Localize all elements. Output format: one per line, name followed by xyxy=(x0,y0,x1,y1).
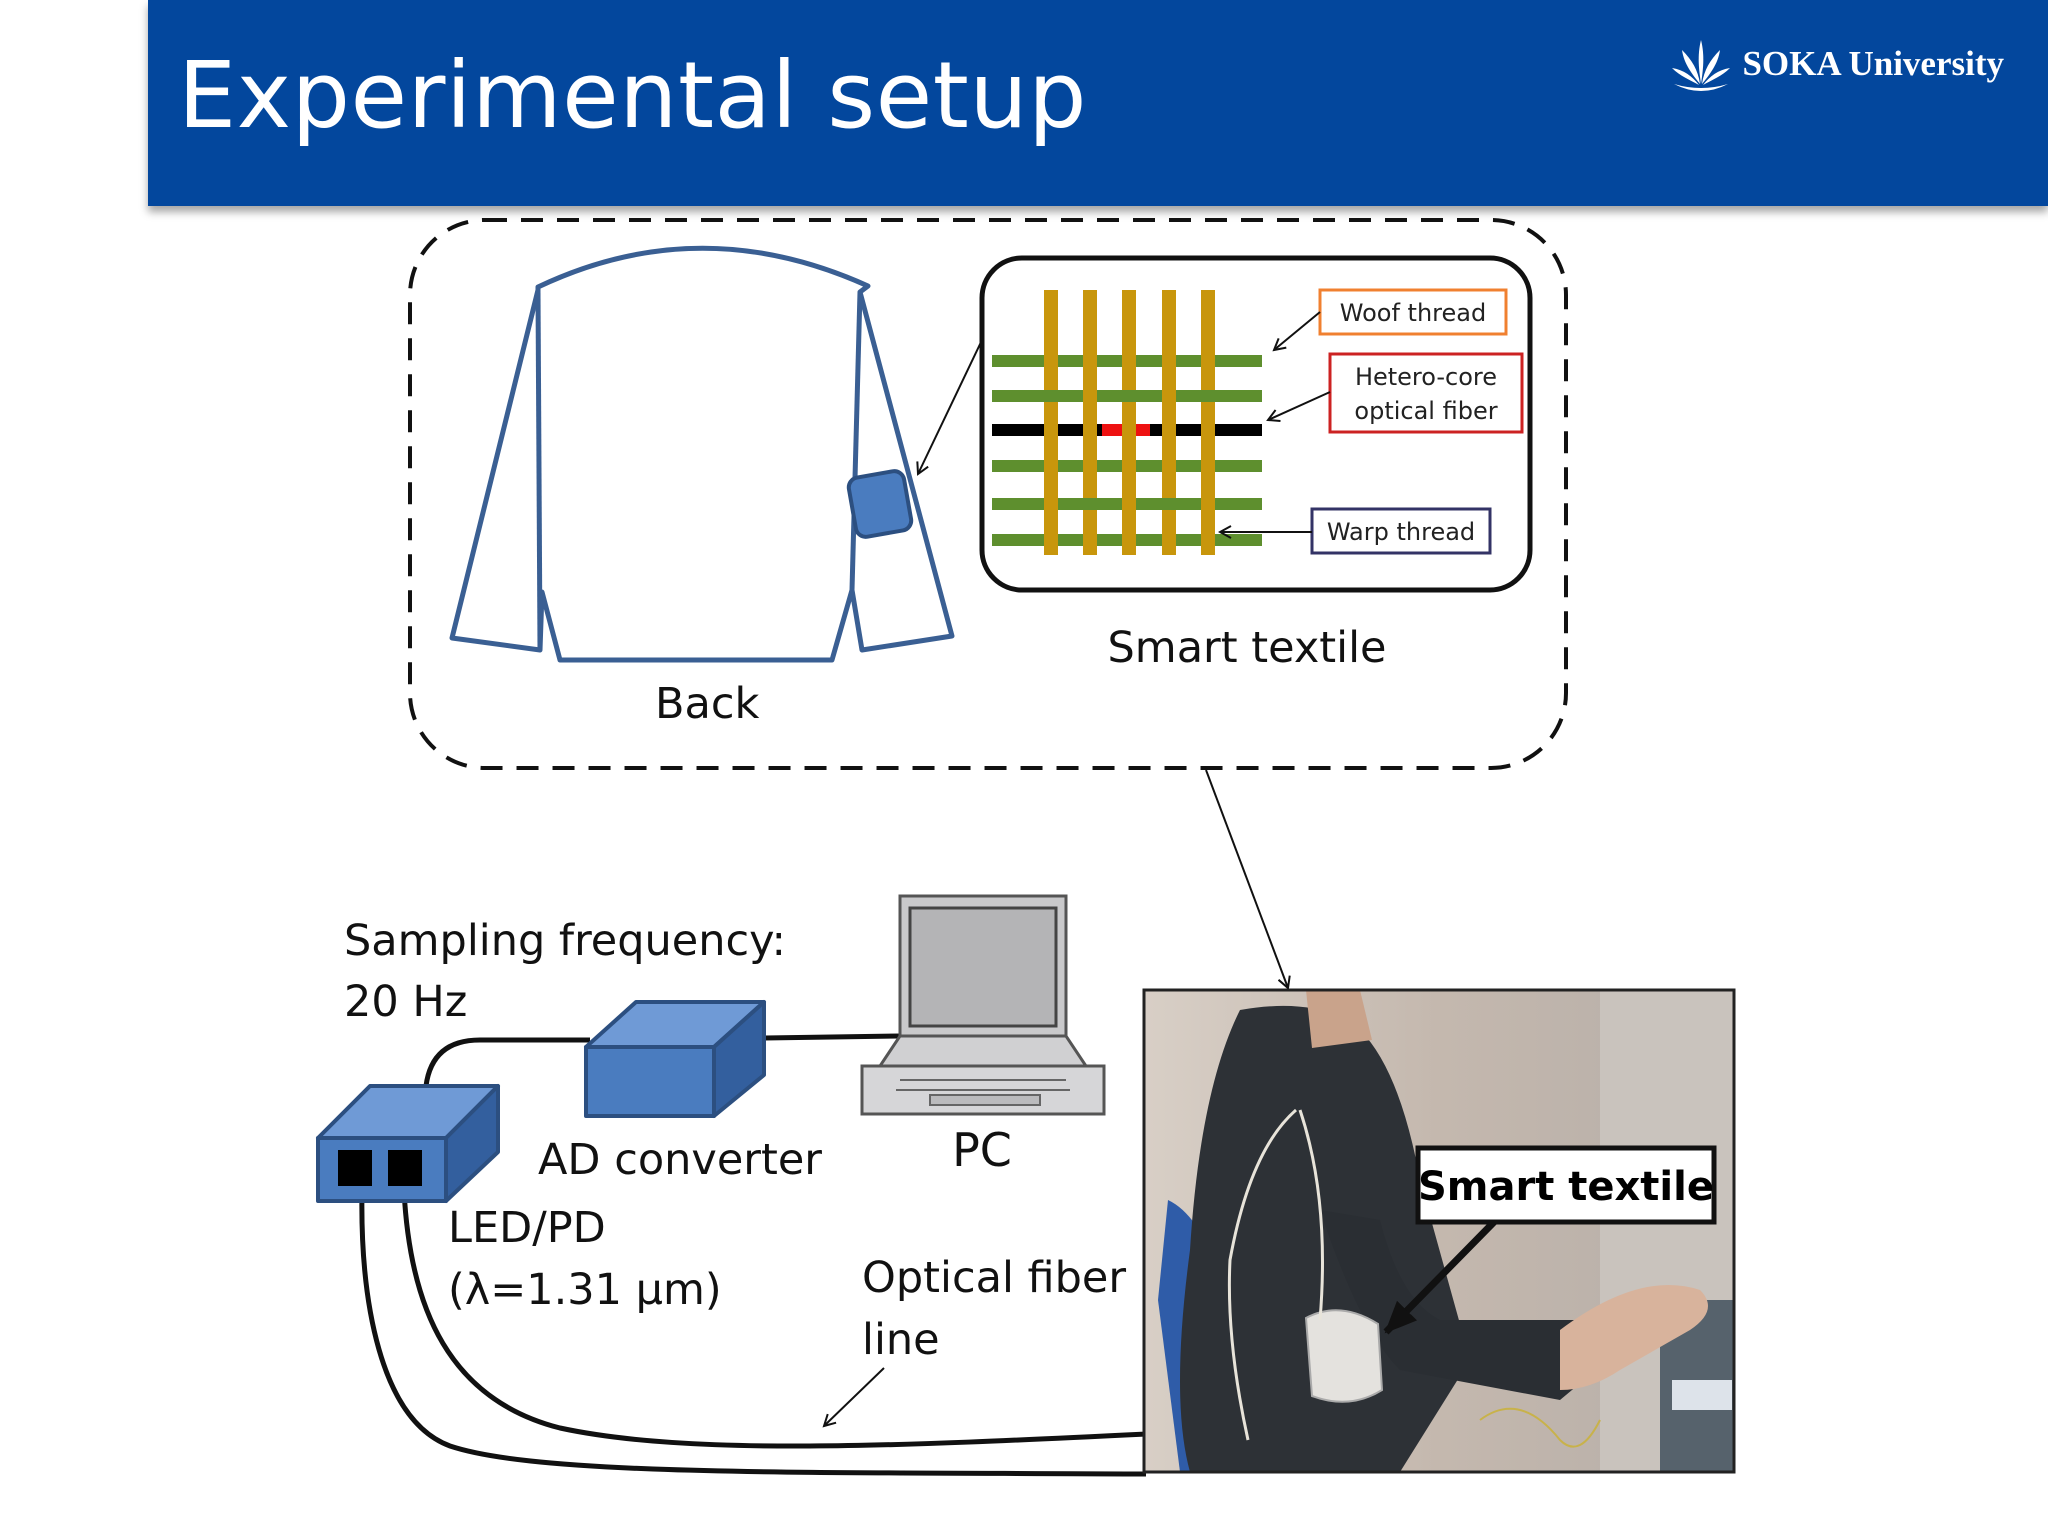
callout-warp-thread: Warp thread xyxy=(1220,507,1492,555)
callout-warp-text: Warp thread xyxy=(1327,518,1475,546)
photo-callout: Smart textile xyxy=(1383,1145,1717,1335)
optical-fiber-arrow xyxy=(824,1367,885,1426)
woven-textile-pattern xyxy=(992,290,1262,555)
shirt-back-drawing xyxy=(449,245,955,663)
callout-hetero-text-2: optical fiber xyxy=(1354,397,1497,425)
textile-label: Smart textile xyxy=(1108,623,1387,673)
pc-laptop xyxy=(860,894,1106,1116)
optical-fiber-label-2: line xyxy=(862,1315,940,1365)
subject-photo xyxy=(1142,988,1736,1474)
slide-title: Experimental setup xyxy=(178,42,1088,149)
callout-woof-text: Woof thread xyxy=(1340,299,1486,327)
photo-callout-text: Smart textile xyxy=(1418,1164,1714,1210)
university-logo: SOKA University xyxy=(1670,34,2004,94)
logo-emblem-icon xyxy=(1672,40,1731,91)
ad-converter-label: AD converter xyxy=(538,1135,822,1185)
sampling-frequency-label-2: 20 Hz xyxy=(344,977,467,1027)
pc-label: PC xyxy=(952,1123,1012,1177)
callout-woof-thread: Woof thread xyxy=(1274,288,1508,350)
textile-to-shirt-arrow xyxy=(918,339,983,474)
led-pd-label-1: LED/PD xyxy=(448,1203,606,1253)
detail-dashed-frame xyxy=(408,218,1568,770)
logo-text: SOKA University xyxy=(1742,44,2004,83)
callout-hetero-text-1: Hetero-core xyxy=(1355,363,1497,391)
callout-hetero-core: Hetero-core optical fiber xyxy=(1268,352,1524,434)
optical-fiber-cables xyxy=(359,1189,1147,1477)
optical-fiber-label-1: Optical fiber xyxy=(862,1253,1126,1303)
title-banner: Experimental setup SOKA University xyxy=(148,0,2048,206)
led-pd-label-2: (λ=1.31 μm) xyxy=(448,1265,722,1315)
ad-converter-device xyxy=(584,1000,766,1118)
shirt-label: Back xyxy=(655,679,759,729)
sampling-frequency-label-1: Sampling frequency: xyxy=(344,916,786,966)
signal-cables xyxy=(423,1033,901,1087)
led-pd-device xyxy=(316,1084,500,1203)
detail-to-photo-arrow xyxy=(1205,769,1288,988)
